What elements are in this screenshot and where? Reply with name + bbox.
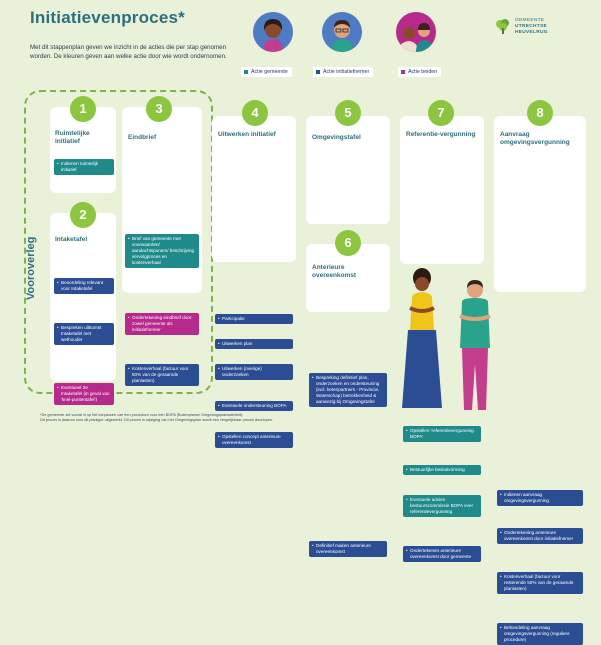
legend-swatch — [244, 70, 248, 74]
step-8-number: 8 — [527, 100, 553, 126]
step-7-card — [400, 116, 484, 264]
legend-beiden: Actie beiden — [398, 67, 442, 77]
step-2-card — [50, 213, 116, 381]
step-6-number: 6 — [335, 230, 361, 256]
step-4-action-3: Uitwerken (overige) onderzoeken — [215, 364, 293, 380]
step-2-action-3: Eventueel 2e Intaketafel (in geval van '… — [54, 383, 114, 405]
step-6-action: Definitief maken anterieure overeenkomst — [309, 541, 387, 557]
legend-swatch — [401, 70, 405, 74]
step-5-card — [306, 116, 390, 224]
logo-line2: UTRECHTSE HEUVELRUG — [515, 24, 548, 35]
step-2-action-2: Bespreken ultkomst Intaketafel met wetho… — [54, 323, 114, 345]
step-4-action-5: Opstellen concept anterieure overeenkoms… — [215, 432, 293, 448]
legend-initiatiefnemer: Actie initiatiefnemer — [313, 67, 374, 77]
step-8-action-3: Kostenverhaal (factuur voor resterende 5… — [497, 572, 583, 594]
footnote-line-1: *De gemeente zet vooral in op het toepas… — [40, 413, 244, 417]
avatar-initiatiefnemer — [322, 12, 362, 52]
avatar-beiden — [396, 12, 436, 52]
step-3-action-1: Brief van gemeente met voorwaarden/ aand… — [125, 234, 199, 268]
step-8-action-1: Indienen aanvraag omgevingsvergunning — [497, 490, 583, 506]
footnote-line-2: Dit proces is daarom voor dit planlype u… — [40, 418, 273, 422]
step-4-action-4: Eventuele ondersteuning BOPA — [215, 401, 293, 411]
avatar-gemeente — [253, 12, 293, 52]
step-2-title: Intaketafel — [55, 236, 88, 243]
footnote: *De gemeente zet vooral in op het toepas… — [40, 413, 560, 423]
step-5-number: 5 — [335, 100, 361, 126]
step-5-action: Bespreking definitief plan, onderzoeken … — [309, 373, 387, 407]
step-4-action-1: Participatie — [215, 314, 293, 324]
step-1-title: Ruimtelijke initiatief — [55, 130, 90, 145]
legend-label: Actie beiden — [408, 69, 438, 75]
logo-line1: GEMEENTE — [515, 18, 545, 23]
intro-text: Met dit stappenplan geven we inzicht in … — [30, 44, 227, 60]
legend-gemeente: Actie gemeente — [241, 67, 292, 77]
step-7-action-3: Eventuele advies bestuurscommissie BOPA … — [403, 495, 481, 517]
step-7-action-4: Ondertekenen anterieure overeenkomst doo… — [403, 546, 481, 562]
step-1-action: Indienen ruimtelijk initiatief — [54, 159, 114, 175]
legend-label: Actie gemeente — [251, 69, 288, 75]
step-2-number: 2 — [70, 202, 96, 228]
step-8-card — [494, 116, 586, 292]
tree-logo-icon — [496, 19, 509, 34]
step-7-title: Referentie-vergunning — [406, 131, 476, 138]
legend-swatch — [316, 70, 320, 74]
step-7-number: 7 — [428, 100, 454, 126]
step-3-action-3: Kostenverhaal (factuur voor 50% van de g… — [125, 364, 199, 386]
step-4-action-2: Uitwerken plan — [215, 339, 293, 349]
step-3-number: 3 — [146, 96, 172, 122]
step-8-action-2: Ondertekening anterieure overeenkomst do… — [497, 528, 583, 544]
step-8-title: Aanvraag omgevingsvergunning — [500, 131, 570, 146]
gemeente-logo: GEMEENTE UTRECHTSE HEUVELRUG — [494, 18, 564, 36]
people-illustration — [402, 268, 491, 410]
step-7-action-1: Opstellen 'referentievergunning BOPA' — [403, 426, 481, 442]
step-7-action-2: Bestuurlijke besluitvorming — [403, 465, 481, 475]
step-8-action-4: Behandeling aanvraag omgevingsvergunning… — [497, 623, 583, 645]
legend-label: Actie initiatiefnemer — [323, 69, 370, 75]
step-1-number: 1 — [70, 96, 96, 122]
page-title: Initiatievenproces* — [30, 8, 185, 27]
step-5-title: Omgevingstafel — [312, 134, 361, 141]
step-4-card — [212, 116, 296, 262]
step-3-title: Eindbrief — [128, 134, 157, 141]
step-6-title: Anterieure overeenkomst — [312, 264, 357, 279]
step-2-action-1: Beoordeling relevant voor Intaketafel — [54, 278, 114, 294]
step-4-number: 4 — [242, 100, 268, 126]
step-3-action-2: Ondertekening eindbrief door zowel gemee… — [125, 313, 199, 335]
vooroverleg-label: Vooroverleg — [25, 236, 37, 300]
step-4-title: Uitwerken initiatief — [218, 131, 276, 138]
